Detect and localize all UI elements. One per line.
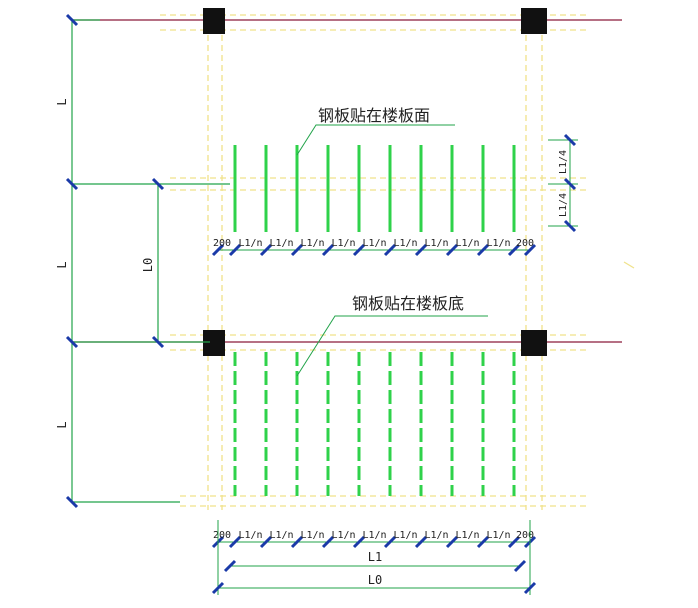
left-dimension-ticks [65, 13, 165, 509]
chain-tick [507, 243, 521, 257]
tick-L0-2 [151, 335, 165, 349]
chain-tick [290, 243, 304, 257]
tick-left-2 [65, 177, 79, 191]
chain-tick [259, 243, 273, 257]
chain-tick [321, 243, 335, 257]
bottom-L1-label: L1 [368, 550, 382, 564]
tick-quarter-1 [563, 133, 577, 147]
slab-outlines [160, 14, 590, 510]
span-label-L-3: L [55, 421, 69, 428]
chain-tick [321, 535, 335, 549]
bottom-slab-note: 钢板贴在楼板底 [352, 294, 464, 313]
chain-tick [445, 535, 459, 549]
spacing-label: L1/n [269, 238, 293, 249]
chain-tick [228, 535, 242, 549]
top-spacing-chain: L1/n L1/n L1/n L1/n L1/n L1/n L1/n L1/n L1/n 200… [211, 238, 537, 257]
chain-tick [383, 535, 397, 549]
quarter-ticks [563, 133, 577, 233]
bottom-L0-label: L0 [368, 573, 382, 587]
tick-L1-right [513, 559, 527, 573]
top-chain-labels: L1/n L1/n L1/n L1/n L1/n L1/n L1/n L1/n L1/n [238, 238, 510, 249]
chain-tick [352, 535, 366, 549]
spacing-label: L1/n [393, 238, 417, 249]
bottom-spacing-chain: L1/n L1/n L1/n L1/n L1/n L1/n L1/n L1/n L1/n 200… [211, 530, 537, 549]
chain-tick [352, 243, 366, 257]
spacing-label: L1/n [300, 530, 324, 541]
tick-left-4 [65, 495, 79, 509]
tick-L1-left [223, 559, 237, 573]
left-dimension-chain [71, 19, 230, 503]
top-slab-note: 钢板贴在楼板面 [318, 106, 430, 125]
end-200-bot-left: 200 [213, 530, 231, 541]
chain-tick [476, 243, 490, 257]
tick-left-3 [65, 335, 79, 349]
spacing-label: L1/n [424, 238, 448, 249]
tick-L0-left [211, 581, 225, 595]
spacing-label: L1/n [455, 238, 479, 249]
quarter-label-1: L1/4 [558, 150, 569, 174]
column-top-right [521, 8, 547, 34]
span-label-L0-left: L0 [141, 258, 155, 272]
spacing-label: L1/n [238, 530, 262, 541]
chain-tick [445, 243, 459, 257]
spacing-label: L1/n [331, 530, 355, 541]
chain-tick [383, 243, 397, 257]
chain-tick [228, 243, 242, 257]
spacing-label: L1/n [269, 530, 293, 541]
stray-mark [623, 261, 635, 269]
chain-tick [414, 535, 428, 549]
quarter-label-2: L1/4 [558, 193, 569, 217]
tick-L0-1 [151, 177, 165, 191]
span-label-L-2: L [55, 261, 69, 268]
tick-left-1 [65, 13, 79, 27]
end-200-bot-right: 200 [516, 530, 534, 541]
leader-top [296, 124, 455, 156]
chain-tick [414, 243, 428, 257]
span-label-L-1: L [55, 98, 69, 105]
spacing-label: L1/n [238, 238, 262, 249]
tick-quarter-2 [563, 177, 577, 191]
bottom-steel-plates [233, 352, 516, 496]
bottom-overall-dims [217, 520, 531, 595]
chain-tick [290, 535, 304, 549]
chain-tick [476, 535, 490, 549]
chain-tick [523, 243, 537, 257]
leaders [296, 124, 488, 377]
chain-tick [211, 243, 225, 257]
top-steel-plates [233, 145, 516, 232]
spacing-label: L1/n [331, 238, 355, 249]
spacing-label: L1/n [486, 238, 510, 249]
top-chain-ticks [211, 243, 537, 257]
leader-bottom [296, 315, 488, 377]
columns [203, 8, 547, 356]
tick-quarter-3 [563, 219, 577, 233]
spacing-label: L1/n [393, 530, 417, 541]
spacing-label: L1/n [362, 530, 386, 541]
end-200-top-left: 200 [213, 238, 231, 249]
spacing-label: L1/n [455, 530, 479, 541]
bottom-chain-labels: L1/n L1/n L1/n L1/n L1/n L1/n L1/n L1/n L1/n [238, 530, 510, 541]
chain-tick [507, 535, 521, 549]
bottom-chain-ticks [211, 535, 537, 549]
bottom-overall-ticks [211, 559, 537, 595]
column-mid-left [203, 330, 225, 356]
column-top-left [203, 8, 225, 34]
end-200-top-right: 200 [516, 238, 534, 249]
column-mid-right [521, 330, 547, 356]
spacing-label: L1/n [362, 238, 386, 249]
spacing-label: L1/n [300, 238, 324, 249]
chain-tick [259, 535, 273, 549]
spacing-label: L1/n [486, 530, 510, 541]
spacing-label: L1/n [424, 530, 448, 541]
tick-L0-right [523, 581, 537, 595]
